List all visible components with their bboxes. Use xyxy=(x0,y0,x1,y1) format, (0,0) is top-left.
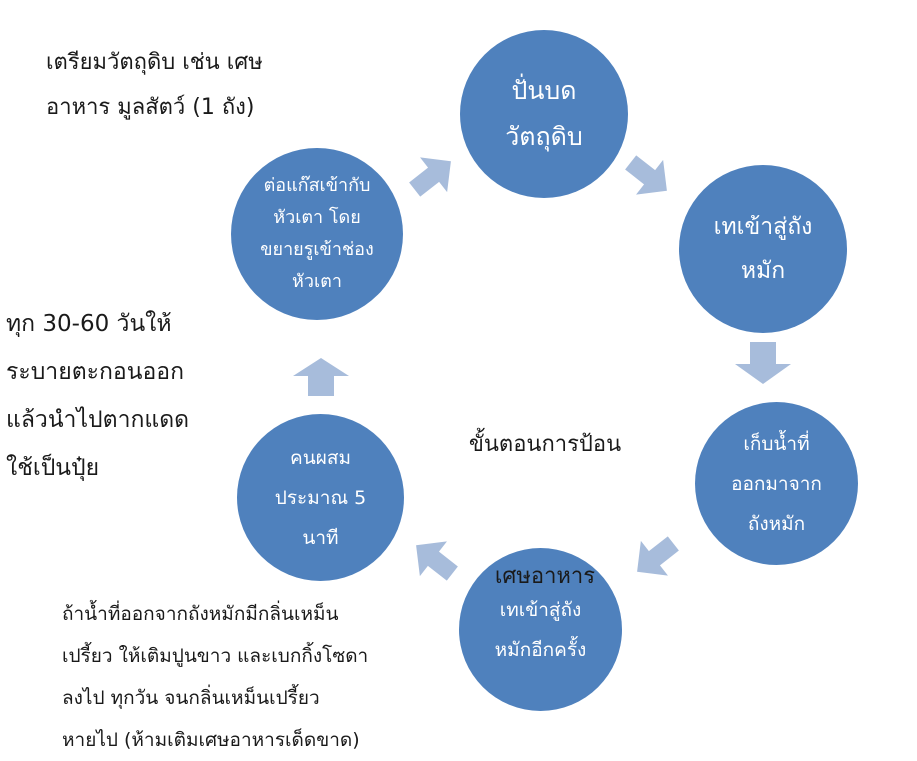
step-pour-into-tank: เทเข้าสู่ถัง หมัก xyxy=(679,165,847,333)
diagram-title: ขั้นตอนการป้อน เศษอาหาร xyxy=(445,335,645,643)
step-collect-liquid: เก็บน้ำที่ ออกมาจาก ถังหมัก xyxy=(695,402,858,565)
arrow-5-to-6 xyxy=(293,358,349,396)
step-label-line: หัวเตา โดย xyxy=(273,207,361,228)
step-label-line: เก็บน้ำที่ xyxy=(743,432,810,455)
step-label-line: หมักอีกครั้ง xyxy=(494,638,587,661)
arrow-1-to-2 xyxy=(625,155,667,195)
step-label-line: ประมาณ 5 xyxy=(274,486,367,509)
title-line: เศษอาหาร xyxy=(494,564,596,589)
note-prepare-materials: เตรียมวัตถุดิบ เช่น เศษ อาหาร มูลสัตว์ (… xyxy=(46,50,263,120)
note-sour-smell: ถ้าน้ำที่ออกจากถังหมักมีกลิ่นเหม็น เปรี้… xyxy=(62,603,369,751)
arrow-6-to-1 xyxy=(409,157,451,197)
step-label-line: หมัก xyxy=(740,258,786,284)
step-label-line: หัวเตา xyxy=(292,271,342,292)
step-label-line: นาที xyxy=(302,526,339,549)
step-connect-gas: ต่อแก๊สเข้ากับ หัวเตา โดย ขยายรูเข้าช่อง… xyxy=(231,148,403,320)
step-label-line: ปั่นบด xyxy=(511,76,577,105)
arrow-4-to-5 xyxy=(416,541,458,581)
step-label-line: ออกมาจาก xyxy=(731,472,822,495)
arrow-2-to-3 xyxy=(735,342,791,384)
step-label-line: ถังหมัก xyxy=(747,512,806,535)
note-drain-sediment: ทุก 30-60 วันให้ ระบายตะกอนออก แล้วนำไปต… xyxy=(6,311,190,481)
step-label-line: ต่อแก๊สเข้ากับ xyxy=(263,175,371,196)
step-label-line: เทเข้าสู่ถัง xyxy=(713,214,813,240)
step-pour-again: เทเข้าสู่ถัง หมักอีกครั้ง xyxy=(459,548,622,711)
step-label-line: ขยายรูเข้าช่อง xyxy=(260,239,374,260)
step-label-line: วัตถุดิบ xyxy=(505,122,583,151)
arrow-3-to-4 xyxy=(637,536,679,576)
step-label-line: คนผสม xyxy=(290,446,351,469)
step-grind-materials: ปั่นบด วัตถุดิบ xyxy=(460,30,628,198)
title-line: ขั้นตอนการป้อน xyxy=(468,432,622,457)
step-stir-mix: คนผสม ประมาณ 5 นาที xyxy=(237,414,404,581)
step-label-line: เทเข้าสู่ถัง xyxy=(499,598,582,621)
